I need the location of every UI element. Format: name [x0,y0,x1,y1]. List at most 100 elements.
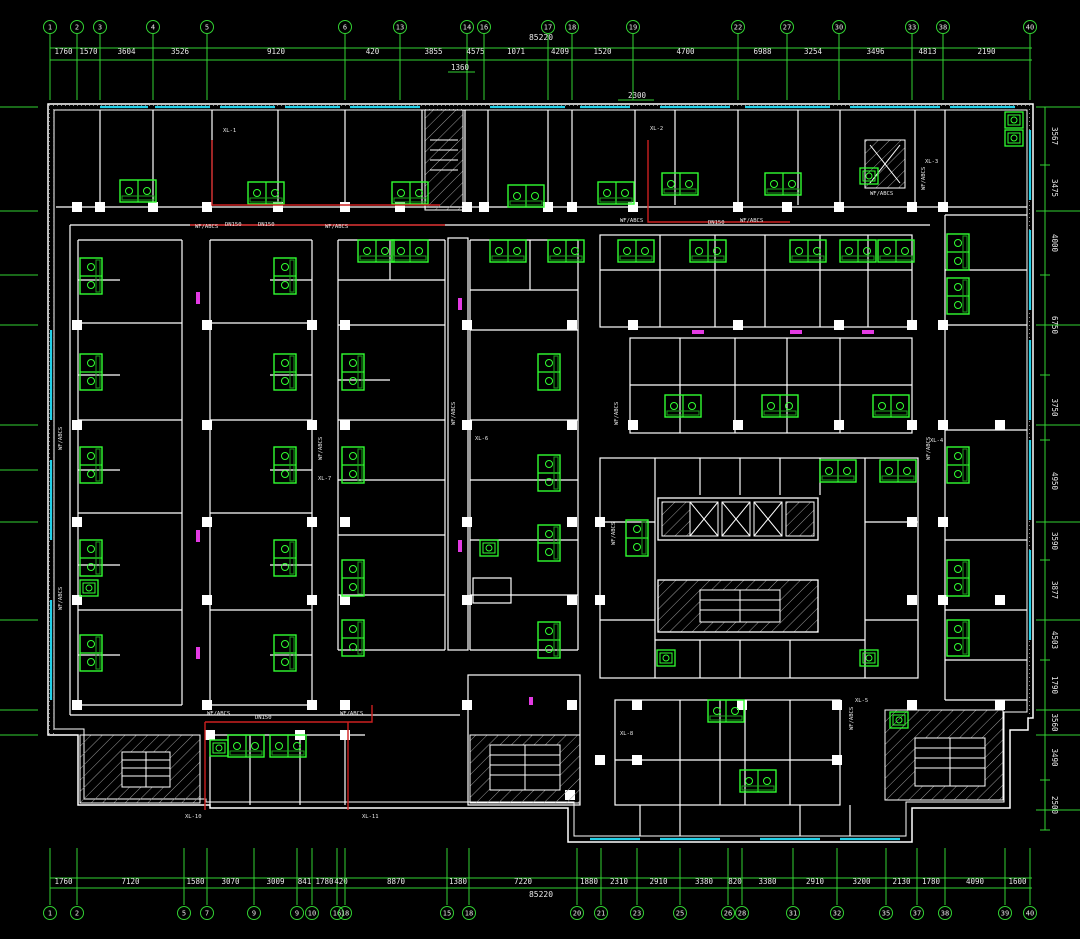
bottom-axis-label: 39 [1001,910,1009,918]
bottom-axis-bubble [338,906,352,920]
column [202,202,212,212]
magenta-markers [196,292,874,705]
top-axis-label: 40 [1026,24,1034,32]
column [995,595,1005,605]
riser-tag: WF/ABCS [611,522,617,545]
column [202,700,212,710]
bottom-axis-bubble [735,906,749,920]
riser-tag: WF/ABCS [318,437,324,460]
column [462,320,472,330]
column [907,700,917,710]
toilet-stack-fixture [625,519,649,557]
right-dimension: 3490 [1050,748,1059,767]
toilet-stack-fixture [273,634,297,672]
fire-pipes [190,140,790,810]
bottom-axis-label: 2 [75,910,79,918]
bottom-axis-bubble [879,906,893,920]
top-axis-bubble [832,20,846,34]
column [995,700,1005,710]
column [567,595,577,605]
bottom-dimension: 841 [298,877,312,886]
column [202,320,212,330]
top-total-dimension: 85220 [529,33,553,42]
toilet-pair-fixture [119,179,157,203]
top-axis-bubble [338,20,352,34]
bottom-dimension: 3070 [221,877,240,886]
top-dimension: 2190 [977,47,996,56]
bottom-dimension: 1580 [186,877,205,886]
column [202,517,212,527]
column [938,595,948,605]
left-axis-stubs [0,106,38,736]
toilet-stack-fixture [537,524,561,562]
bottom-axis-bubble [721,906,735,920]
bottom-axis-label: 10 [308,910,316,918]
section-tag: XL-5 [855,698,868,704]
bottom-axis-bubble [70,906,84,920]
column [72,595,82,605]
bottom-axis-bubble [910,906,924,920]
toilet-pair-fixture [661,172,699,196]
toilet-stack-fixture [273,257,297,295]
column [938,420,948,430]
stair-core-left [79,734,201,804]
column [834,320,844,330]
bottom-axis-bubble [594,906,608,920]
bottom-axis-bubble [462,906,476,920]
column [595,517,605,527]
pipe-size-tag: DN150 [258,222,275,228]
riser-tag: WF/ABCS [740,218,763,224]
toilet-fixture [479,539,499,557]
right-dimension: 4000 [1050,234,1059,253]
top-axis-bubble [905,20,919,34]
bottom-axis-bubble [786,906,800,920]
bottom-axis-bubble [440,906,454,920]
toilet-stack-fixture [273,446,297,484]
top-axis-label: 17 [544,24,552,32]
toilet-stack-fixture [946,277,970,315]
column [737,700,747,710]
toilet-stack-fixture [946,233,970,271]
toilet-fixture [1004,111,1024,129]
sanitary-fixtures [79,111,1024,793]
top-axis-bubble [146,20,160,34]
top-axis-label: 33 [908,24,916,32]
right-axis-stubs [1036,106,1080,811]
right-dimension: 3750 [1050,398,1059,417]
bottom-dimension: 4090 [966,877,985,886]
bottom-axis-bubble [570,906,584,920]
column [733,202,743,212]
bottom-axis-bubble [330,906,344,920]
column [907,202,917,212]
column [907,420,917,430]
top-dimension: 3604 [117,47,136,56]
toilet-stack-fixture [79,539,103,577]
top-axis-bubble [1023,20,1037,34]
toilet-stack-fixture [946,619,970,657]
top-axis-bubble [626,20,640,34]
toilet-stack-fixture [946,559,970,597]
top-axis-bubble [541,20,555,34]
column [907,517,917,527]
bottom-dimension: 2910 [649,877,668,886]
column [907,320,917,330]
right-dimension: 4503 [1050,631,1059,649]
riser-tag: WF/ABCS [921,167,927,190]
toilet-pair-fixture [761,394,799,418]
bottom-axis-bubble [1023,906,1037,920]
toilet-fixture [1004,129,1024,147]
right-dimension: 4950 [1050,472,1059,491]
top-subdimension: 2300 [628,91,647,100]
bottom-axis-label: 38 [941,910,949,918]
column [202,420,212,430]
column [340,730,350,740]
section-tag: XL-4 [930,438,944,444]
toilet-stack-fixture [537,621,561,659]
bottom-dimension: 2130 [892,877,911,886]
top-axis-label: 13 [396,24,404,32]
bottom-axis-label: 21 [597,910,605,918]
toilet-stack-fixture [341,446,365,484]
